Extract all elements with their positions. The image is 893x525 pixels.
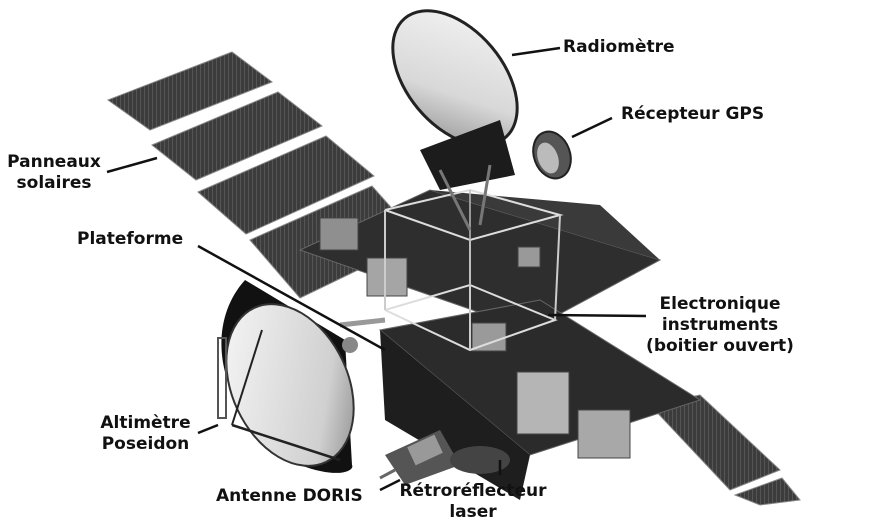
- altimeter-dish: [217, 280, 355, 473]
- label-retroreflecteur-laser: Rétroréflecteur laser: [388, 481, 558, 523]
- gps-receiver: [532, 130, 572, 180]
- label-retro-line1: Rétroréflecteur: [399, 481, 547, 501]
- boom-arm: [339, 317, 386, 328]
- label-panneaux-solaires: Panneaux solaires: [3, 152, 105, 194]
- label-electronique-line1: Electronique: [659, 294, 781, 314]
- label-panneaux-line2: solaires: [16, 173, 92, 193]
- platform: [298, 188, 702, 500]
- boom-joint: [342, 337, 358, 353]
- label-recepteur-gps: Récepteur GPS: [621, 104, 765, 124]
- doris-antenna: [379, 430, 460, 485]
- label-altimetre-line2: Poseidon: [101, 434, 190, 454]
- label-electronique-line2: instruments: [661, 315, 779, 335]
- label-electronique-instruments: Electronique instruments (boitier ouvert…: [640, 294, 800, 357]
- label-retro-line2: laser: [449, 502, 497, 522]
- label-antenne-doris: Antenne DORIS: [216, 486, 363, 506]
- radiometer-dish: [391, 9, 519, 231]
- label-altimetre-line1: Altimètre: [100, 413, 191, 433]
- label-electronique-line3: (boitier ouvert): [646, 336, 794, 356]
- label-radiometre: Radiomètre: [563, 37, 675, 57]
- label-panneaux-line1: Panneaux: [7, 152, 101, 172]
- label-altimetre-poseidon: Altimètre Poseidon: [93, 413, 198, 455]
- solar-panels-right: [649, 394, 801, 506]
- leader-lines: [106, 46, 647, 492]
- label-plateforme: Plateforme: [77, 229, 184, 249]
- laser-retroreflector: [450, 446, 510, 474]
